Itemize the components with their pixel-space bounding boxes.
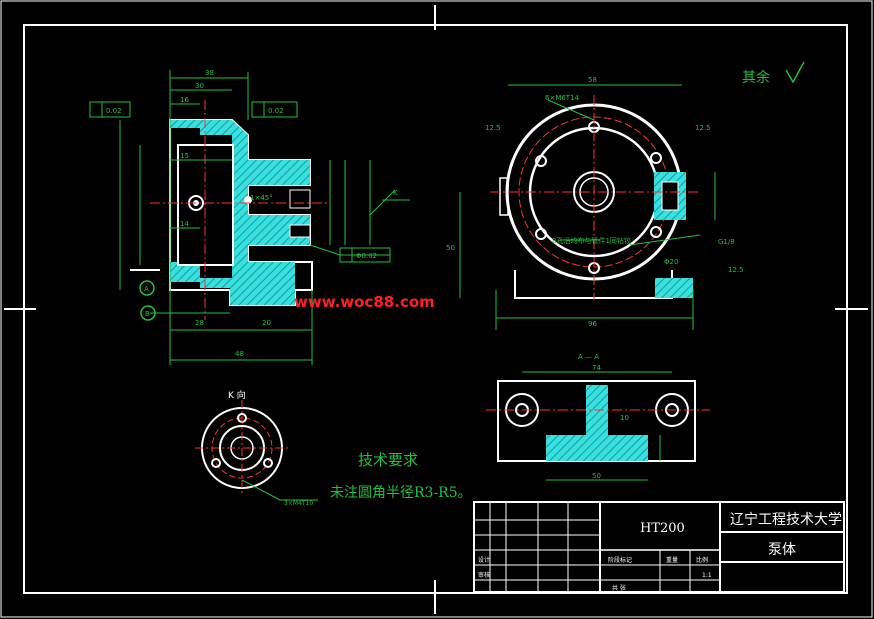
dim-holes: 6×M6T14: [545, 94, 580, 102]
sheet-label: 共 张: [612, 584, 626, 592]
chamfer-dim: 1×45°: [250, 194, 273, 202]
dim-28: 28: [195, 319, 204, 327]
dim-12-5-c: 12.5: [728, 266, 744, 274]
datum-a-label: A: [144, 285, 149, 293]
dim-74: 74: [592, 364, 601, 372]
title-block: [473, 501, 845, 593]
scale-value: 1:1: [702, 572, 712, 579]
material-label: HT200: [640, 521, 685, 536]
scale-label: 比例: [696, 556, 708, 564]
designer-label: 设计: [478, 556, 490, 564]
tol-right-value: 0.02: [268, 107, 284, 115]
tech-req-title: 技术要求: [358, 451, 418, 469]
dim-38: 38: [205, 69, 214, 77]
aa-section-view: [486, 371, 710, 481]
datum-b-label: B: [145, 310, 150, 318]
dim-10: 10: [620, 414, 629, 422]
roughness-symbol-icon: [785, 61, 805, 84]
side-note: 8孔沿均布与管件1同钻铰: [552, 236, 631, 245]
dim-aa-50: 50: [592, 472, 601, 480]
tech-req-line1: 未注圆角半径R3-R5。: [330, 485, 472, 501]
checker-label: 审核: [478, 571, 490, 579]
dim-58: 58: [588, 76, 597, 84]
dim-96: 96: [588, 320, 597, 328]
k-marker-label: K: [393, 189, 398, 197]
weight-label: 重量: [666, 556, 678, 564]
k-view: [195, 400, 318, 501]
dim-g18: G1/8: [718, 238, 735, 246]
dim-12-5-a: 12.5: [485, 124, 501, 132]
school-name: 辽宁工程技术大学: [730, 511, 842, 528]
dim-20: 20: [262, 319, 271, 327]
part-name: 泵体: [768, 542, 796, 558]
dim-48: 48: [235, 350, 244, 358]
k-holes-dim: 3×M4T10: [284, 500, 313, 507]
aa-label: A — A: [578, 353, 599, 361]
dim-phi20: Φ20: [664, 258, 678, 266]
datum-value: Φ0.02: [356, 252, 377, 260]
dim-12-5-b: 12.5: [695, 124, 711, 132]
watermark: www.woc88.com: [294, 293, 435, 311]
tol-left-value: 0.02: [106, 107, 122, 115]
front-section-view: [89, 70, 410, 365]
dim-14: 14: [180, 220, 189, 228]
surface-note-group: 其余: [742, 61, 805, 86]
stage-label: 阶段标记: [608, 556, 632, 564]
dim-50: 50: [446, 244, 455, 252]
dim-16: 16: [180, 96, 189, 104]
dim-30: 30: [195, 82, 204, 90]
surface-note: 其余: [742, 69, 770, 86]
k-view-label: K 向: [228, 389, 246, 401]
dim-15: 15: [180, 152, 189, 160]
side-view: [459, 84, 716, 330]
